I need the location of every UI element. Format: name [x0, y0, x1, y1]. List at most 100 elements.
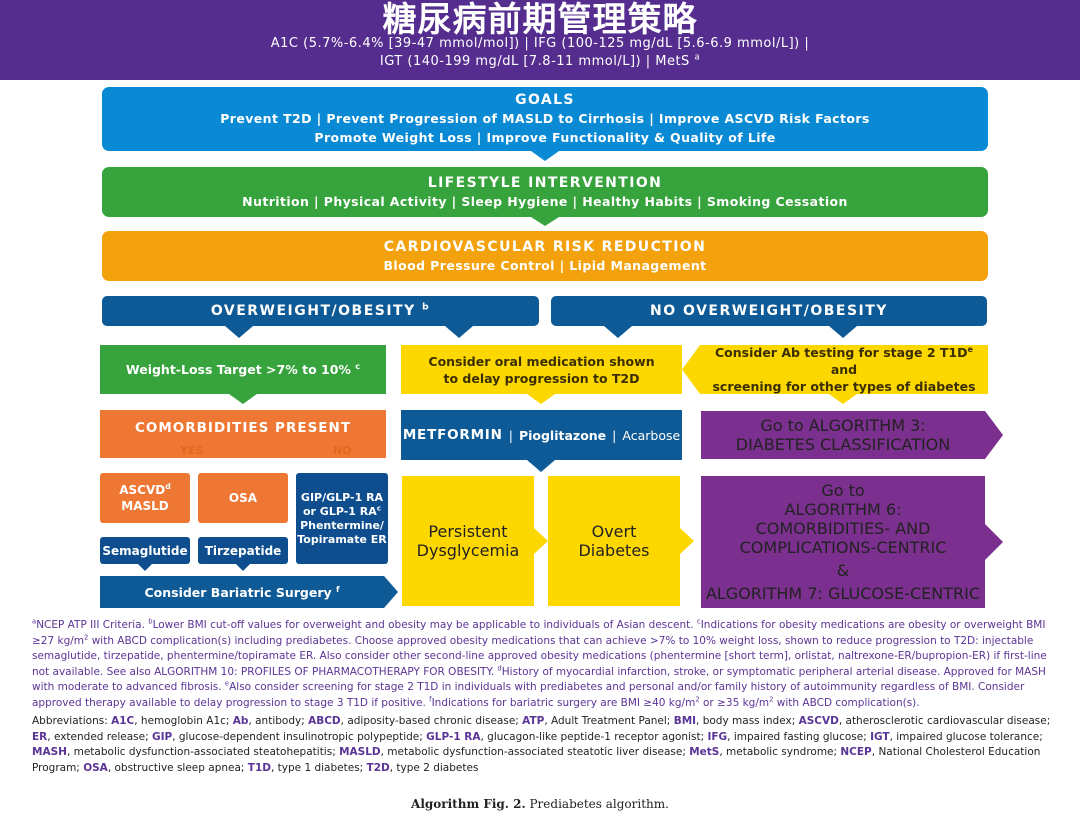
osa-box: OSA: [198, 473, 288, 523]
abbreviations: Abbreviations: A1C, hemoglobin A1c; Ab, …: [32, 715, 1051, 774]
abbrev-definition: , atherosclerotic cardiovascular disease…: [838, 715, 1051, 727]
goals-title: GOALS: [515, 92, 575, 108]
abbrev-term: NCEP: [840, 746, 872, 758]
abbrev-definition: , metabolic dysfunction-associated steat…: [380, 746, 690, 758]
abbrev-term: MASH: [32, 746, 67, 758]
bariatric-shape: [100, 576, 398, 608]
semaglutide-box: Semaglutide: [100, 537, 190, 564]
metformin-shape: [401, 410, 682, 472]
ab-test-line-1: Consider Ab testing for stage 2 T1De and: [715, 343, 973, 377]
cardio-line: Blood Pressure Control | Lipid Managemen…: [383, 258, 707, 273]
bariatric-surgery-box: Consider Bariatric Surgery f: [100, 576, 398, 608]
abbrev-term: ER: [32, 730, 48, 743]
pioglitazone-label: Pioglitazone: [518, 427, 607, 443]
overweight-arrow-left: [225, 326, 253, 338]
glp-line-4: Topiramate ER: [297, 532, 387, 546]
alg7-line: ALGORITHM 7: GLUCOSE-CENTRIC: [705, 584, 981, 603]
divider-2: |: [612, 427, 617, 443]
semaglutide-label: Semaglutide: [102, 543, 188, 558]
osa-label: OSA: [228, 491, 258, 505]
alg3-shape: [701, 411, 1003, 459]
divider-1: |: [508, 427, 513, 443]
overweight-title: OVERWEIGHT/OBESITY b: [210, 302, 431, 319]
criteria-line-1: A1C (5.7%-6.4% [39-47 mmol/mol]) | IFG (…: [270, 36, 810, 51]
glp1-box: GIP/GLP-1 RA or GLP-1 RAc Phentermine/ T…: [296, 473, 388, 564]
no-overweight-header: NO OVERWEIGHT/OBESITY: [551, 296, 987, 326]
abbrev-term: A1C: [111, 715, 135, 727]
comorbidities-box: COMORBIDITIES PRESENT: [100, 410, 386, 458]
lifestyle-arrow: [531, 217, 559, 226]
abbreviation-list: A1C, hemoglobin A1c; Ab, antibody; ABCD,…: [32, 715, 1050, 774]
cardio-title: CARDIOVASCULAR RISK REDUCTION: [383, 239, 707, 255]
caption-text: Prediabetes algorithm.: [525, 797, 669, 811]
overweight-header: OVERWEIGHT/OBESITY b: [102, 296, 539, 326]
weight-loss-target-box: Weight-Loss Target >7% to 10% c: [100, 345, 386, 394]
abbrev-definition: , hemoglobin A1c;: [134, 715, 233, 727]
tirzepatide-box: Tirzepatide: [198, 537, 288, 564]
alg6-line-3: COMORBIDITIES- AND: [755, 519, 931, 538]
abbrev-term: T2D: [366, 761, 390, 774]
abbrev-definition: , glucose-dependent insulinotropic polyp…: [172, 730, 427, 743]
ab-test-arrow: [829, 394, 857, 404]
bariatric-label: Consider Bariatric Surgery f: [144, 583, 340, 600]
abbrev-definition: , antibody;: [248, 715, 309, 727]
abbrev-definition: , extended release;: [47, 730, 152, 743]
masld-label: MASLD: [121, 499, 169, 513]
lifestyle-banner: LIFESTYLE INTERVENTION Nutrition | Physi…: [102, 167, 988, 217]
overt-diabetes-box: Overt Diabetes: [548, 476, 680, 606]
abbrev-term: ABCD: [308, 715, 341, 727]
no-overweight-arrow-left: [604, 326, 632, 338]
caption-label: Algorithm Fig. 2.: [411, 797, 526, 811]
abbrev-term: GIP: [151, 730, 173, 743]
page-title: 糖尿病前期管理策略: [382, 0, 698, 40]
overt-shape: [548, 476, 694, 606]
cardio-banner: CARDIOVASCULAR RISK REDUCTION Blood Pres…: [102, 231, 988, 281]
persistent-line-2: Dysglycemia: [416, 541, 520, 560]
persistent-shape: [402, 476, 548, 606]
oral-medication-box: Consider oral medication shown to delay …: [401, 345, 682, 394]
ab-testing-box: Consider Ab testing for stage 2 T1De and…: [700, 345, 988, 394]
abbrev-term: IGT: [870, 730, 890, 743]
semaglutide-arrow: [138, 564, 152, 571]
abbrev-term: IFG: [707, 730, 728, 743]
abbrev-term: ASCVD: [798, 715, 839, 727]
tirzepatide-label: Tirzepatide: [204, 543, 282, 558]
goals-arrow: [531, 151, 559, 161]
weight-loss-target-text: Weight-Loss Target >7% to 10% c: [125, 360, 361, 377]
glp-line-2: or GLP-1 RAc: [303, 502, 381, 518]
glp-line-3: Phentermine/: [300, 518, 384, 532]
abbrev-term: ATP: [522, 715, 545, 727]
alg6-line-2: ALGORITHM 6:: [784, 500, 902, 519]
metformin-box: METFORMIN | Pioglitazone | Acarbose: [401, 410, 682, 460]
header-banner: 糖尿病前期管理策略 A1C (5.7%-6.4% [39-47 mmol/mol…: [0, 0, 1080, 80]
overweight-arrow-right: [445, 326, 473, 338]
overt-line-1: Overt: [591, 522, 637, 541]
abbrev-definition: , impaired glucose tolerance;: [889, 730, 1043, 743]
oral-med-shape: [401, 345, 682, 394]
abbrev-definition: , body mass index;: [696, 715, 799, 727]
algorithm-6-7-box: Go to ALGORITHM 6: COMORBIDITIES- AND CO…: [701, 476, 1003, 608]
criteria-line-2: IGT (140-199 mg/dL [7.8-11 mmol/L]) | Me…: [379, 51, 701, 69]
metformin-label: METFORMIN: [402, 427, 503, 443]
footnotes: aNCEP ATP III Criteria. bLower BMI cut-o…: [32, 617, 1047, 709]
ab-test-line-2: screening for other types of diabetes: [712, 379, 976, 394]
acarbose-label: Acarbose: [622, 427, 681, 443]
abbrev-term: T1D: [247, 761, 271, 774]
oral-med-arrow: [527, 394, 555, 404]
figure-caption: Algorithm Fig. 2. Prediabetes algorithm.: [0, 797, 1080, 811]
abbrev-definition: , Adult Treatment Panel;: [544, 715, 674, 727]
no-overweight-title: NO OVERWEIGHT/OBESITY: [650, 303, 888, 319]
abbrev-definition: , adiposity-based chronic disease;: [340, 715, 523, 727]
abbrev-term: OSA: [83, 761, 108, 774]
overt-line-2: Diabetes: [578, 541, 650, 560]
lifestyle-line: Nutrition | Physical Activity | Sleep Hy…: [242, 194, 848, 209]
abbrev-definition: , type 2 diabetes: [389, 761, 479, 774]
abbrev-definition: , type 1 diabetes;: [270, 761, 367, 774]
ascvd-label: ASCVDd: [119, 482, 171, 497]
alg67-shape: [701, 476, 1003, 608]
abbrev-definition: , obstructive sleep apnea;: [107, 761, 248, 774]
abbrev-definition: , National Cholesterol Education Program…: [32, 746, 1041, 774]
comorbidities-title: COMORBIDITIES PRESENT: [134, 420, 352, 436]
alg6-line-1: Go to: [821, 481, 865, 500]
glp-line-1: GIP/GLP-1 RA: [300, 490, 384, 504]
